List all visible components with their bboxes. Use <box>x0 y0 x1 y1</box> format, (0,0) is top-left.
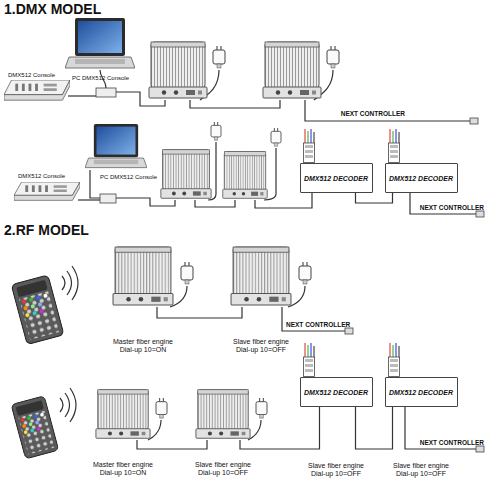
cable-end <box>476 446 484 452</box>
decoder-box: DMX512 DECODERSlave fiber engineDial-up … <box>300 377 373 407</box>
decoder-title: DMX512 DECODER <box>304 174 368 183</box>
node-caption: Slave fiber engineDial-up 10=OFF <box>233 338 289 354</box>
fiber-engine <box>96 390 150 439</box>
terminal-block <box>304 129 315 163</box>
engine-caption: Dial-up 10=ON <box>113 346 173 354</box>
engine-caption: Slave fiber engine <box>233 338 289 346</box>
decoder-title: DMX512 DECODER <box>389 174 453 183</box>
power-adapter <box>211 122 221 140</box>
dmx-cable <box>116 198 175 206</box>
cable-end <box>345 328 353 334</box>
decoder-title: DMX512 DECODER <box>304 388 368 397</box>
device-label: DMX512 Console <box>18 173 65 180</box>
cable-connector <box>240 407 320 449</box>
engine-caption: Master fiber engine <box>113 338 173 346</box>
dmx-cable <box>190 100 280 108</box>
engine-caption: Slave fiber engine <box>393 462 449 470</box>
fiber-engine <box>263 42 321 98</box>
next-controller-label: NEXT CONTROLLER <box>420 439 484 447</box>
fiber-engine <box>161 150 211 199</box>
power-adapter <box>213 46 225 68</box>
terminal-block <box>389 129 400 163</box>
engine-caption: Dial-up 10=OFF <box>233 346 289 354</box>
laptop <box>85 124 147 168</box>
engine-caption: Slave fiber engine <box>195 461 251 469</box>
cable-ends <box>96 88 484 452</box>
node-caption: Master fiber engineDial-up 10=ON <box>93 461 153 477</box>
rf-remote <box>11 396 59 459</box>
dmx-cable <box>78 199 100 200</box>
engine-caption: Dial-up 10=ON <box>93 469 153 477</box>
dmx-interface <box>96 88 116 97</box>
power-adapter <box>181 262 193 284</box>
power-adapter <box>271 128 281 146</box>
dmx-console <box>14 182 80 200</box>
cable-end <box>476 211 484 217</box>
decoder-face: DMX512 DECODER <box>304 388 368 397</box>
next-controller-label: NEXT CONTROLLER <box>286 321 350 329</box>
decoder-title: DMX512 DECODER <box>389 388 453 397</box>
fiber-engine <box>223 152 267 199</box>
rf-wave <box>65 393 70 417</box>
fiber-engine-node: Slave fiber engineDial-up 10=OFF <box>230 245 292 307</box>
section-heading: 1.DMX MODEL <box>4 1 101 18</box>
rf-remote <box>11 275 64 345</box>
cables <box>60 70 476 449</box>
fiber-engine <box>196 390 250 439</box>
power-adapter <box>299 262 311 284</box>
device-label: PC DMX512 Console <box>100 174 157 181</box>
dmx-cable <box>68 95 96 96</box>
power-adapter <box>256 398 267 418</box>
decoder-box: DMX512 DECODERSlave fiber engineDial-up … <box>385 377 458 407</box>
cable-connector <box>137 440 207 449</box>
cable-connector <box>157 307 242 318</box>
next-controller-label: NEXT CONTROLLER <box>341 110 405 118</box>
node-caption: Slave fiber engineDial-up 10=OFF <box>393 462 449 478</box>
next-controller-label: NEXT CONTROLLER <box>420 204 484 212</box>
engine-caption: Master fiber engine <box>93 461 153 469</box>
device-label: PC DMX512 Console <box>72 75 129 82</box>
engine-caption: Dial-up 10=OFF <box>393 470 449 478</box>
cable-connector <box>356 407 393 449</box>
power-adapter <box>156 398 167 418</box>
cable-connector <box>356 193 393 203</box>
section-heading: 2.RF MODEL <box>4 222 89 239</box>
node-caption: Slave fiber engineDial-up 10=OFF <box>308 462 364 478</box>
dmx-cable <box>305 100 470 121</box>
engine-caption: Dial-up 10=OFF <box>195 469 251 477</box>
dmx-interface <box>100 194 116 203</box>
engine-caption: Slave fiber engine <box>308 462 364 470</box>
fiber-engine <box>231 247 291 305</box>
decoder-face: DMX512 DECODER <box>389 388 453 397</box>
laptop <box>65 18 135 68</box>
decoder-face: DMX512 DECODER <box>304 174 368 183</box>
dmx-console <box>4 80 70 100</box>
terminal-block <box>304 343 315 377</box>
device-label: DMX512 Console <box>8 72 55 79</box>
dmx-cable <box>90 170 100 198</box>
power-adapter <box>327 46 339 68</box>
rf-wave <box>70 388 76 422</box>
fiber-engine <box>149 42 207 98</box>
rf-wave <box>62 276 65 290</box>
rf-wave <box>60 398 63 412</box>
decoder-box: DMX512 DECODER <box>385 163 458 193</box>
decoder-face: DMX512 DECODER <box>389 174 453 183</box>
rf-wave <box>67 271 72 295</box>
terminal-block <box>389 343 400 377</box>
fiber-engine-node: Master fiber engineDial-up 10=ON <box>112 245 174 307</box>
fiber-engine-node: Master fiber engineDial-up 10=ON <box>95 388 151 440</box>
node-caption: Master fiber engineDial-up 10=ON <box>113 338 173 354</box>
decoder-box: DMX512 DECODER <box>300 163 373 193</box>
rf-wave <box>72 266 78 300</box>
fiber-engine <box>113 247 173 305</box>
engine-caption: Dial-up 10=OFF <box>308 470 364 478</box>
cable-end <box>470 118 478 124</box>
dmx-cable <box>195 200 235 207</box>
node-caption: Slave fiber engineDial-up 10=OFF <box>195 461 251 477</box>
fiber-engine-node: Slave fiber engineDial-up 10=OFF <box>195 388 251 440</box>
